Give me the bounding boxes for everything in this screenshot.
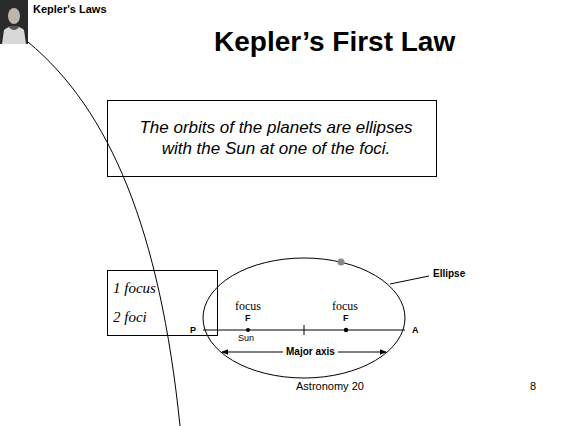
perihelion-letter: P <box>190 325 196 335</box>
kepler-portrait <box>0 0 28 44</box>
aphelion-letter: A <box>412 325 419 335</box>
focus-letter: F <box>245 313 251 323</box>
node-text: 2 foci <box>113 308 211 327</box>
page-number: 8 <box>530 380 536 393</box>
slide-title: Kepler’s First Law <box>214 26 455 58</box>
term-box: 1 focus 2 foci <box>107 270 218 336</box>
statement-box: The orbits of the planets are ellipses w… <box>107 100 437 177</box>
focus-letter: F <box>343 313 349 323</box>
footer-text: Astronomy 20 <box>296 380 364 393</box>
focus-label: focus <box>235 300 261 314</box>
node-text: 1 focus <box>113 279 211 298</box>
sun-label: Sun <box>238 333 254 343</box>
node-text: The orbits of the planets are ellipses w… <box>130 117 422 160</box>
header-text: Kepler's Laws <box>33 3 107 16</box>
ellipse-figure <box>203 258 429 378</box>
axis-label: Major axis <box>283 346 338 358</box>
ellipse-label: Ellipse <box>433 268 465 280</box>
focus-label: focus <box>332 300 358 314</box>
